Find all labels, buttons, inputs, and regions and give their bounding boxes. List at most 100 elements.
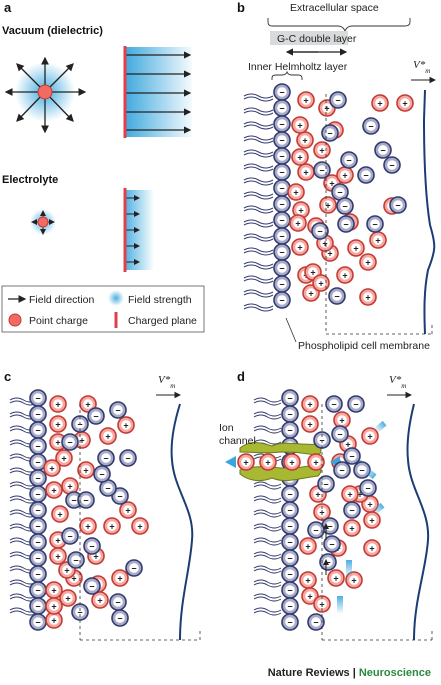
svg-text:+: + (307, 400, 312, 410)
anion: − (29, 437, 47, 455)
cation: + (77, 461, 95, 479)
svg-text:−: − (287, 426, 292, 436)
svg-text:−: − (35, 426, 40, 436)
svg-text:−: − (279, 264, 284, 274)
membrane-pointer (285, 317, 297, 343)
panel-c-vm-label: V*m (158, 374, 175, 390)
anion: − (111, 487, 129, 505)
svg-text:−: − (93, 412, 98, 422)
cation: + (45, 481, 63, 499)
anion: − (281, 613, 299, 631)
anion: − (325, 395, 343, 413)
cation: + (396, 94, 414, 112)
ion-channel-label-line2: channel (219, 435, 256, 447)
panel-c-vm-symbol: V* (158, 374, 171, 386)
cation: + (289, 214, 307, 232)
panel-d-letter: d (237, 369, 245, 384)
anion: − (347, 395, 365, 413)
svg-text:−: − (35, 410, 40, 420)
cation: + (79, 517, 97, 535)
svg-text:−: − (35, 394, 40, 404)
cation: + (79, 395, 97, 413)
cation: + (291, 148, 309, 166)
svg-text:−: − (35, 458, 40, 468)
field-strength-icon (108, 290, 124, 306)
svg-text:−: − (287, 554, 292, 564)
cation: + (292, 201, 310, 219)
svg-text:−: − (67, 532, 72, 542)
anion: − (383, 156, 401, 174)
svg-text:+: + (61, 454, 66, 464)
journal-footer: Nature Reviews | Neuroscience (268, 667, 431, 679)
svg-text:−: − (117, 614, 122, 624)
svg-text:−: − (287, 410, 292, 420)
point-charge-icon (8, 313, 22, 327)
svg-text:+: + (307, 420, 312, 430)
svg-text:+: + (333, 574, 338, 584)
cation: + (299, 571, 317, 589)
anion: − (281, 549, 299, 567)
anion: − (273, 131, 291, 149)
svg-text:−: − (287, 538, 292, 548)
svg-text:+: + (322, 239, 327, 249)
gc-layer-box (270, 31, 348, 45)
panel-d-vm-sub: m (401, 382, 406, 390)
svg-text:+: + (351, 576, 356, 586)
legend: Field direction Field strength Point cha… (1, 285, 205, 333)
svg-text:+: + (367, 432, 372, 442)
anion: − (281, 485, 299, 503)
panel-c-letter: c (4, 369, 11, 384)
svg-text:−: − (83, 496, 88, 506)
anion: − (281, 517, 299, 535)
vacuum-charged-plane-diagram (123, 46, 192, 138)
svg-text:+: + (109, 522, 114, 532)
svg-text:+: + (85, 522, 90, 532)
svg-text:+: + (97, 596, 102, 606)
svg-text:−: − (349, 506, 354, 516)
svg-text:+: + (51, 616, 56, 626)
svg-text:+: + (313, 458, 318, 468)
cation: + (371, 94, 389, 112)
anion: − (29, 549, 47, 567)
svg-text:−: − (279, 280, 284, 290)
svg-text:−: − (363, 171, 368, 181)
svg-text:+: + (318, 279, 323, 289)
anion: − (273, 115, 291, 133)
svg-text:−: − (319, 166, 324, 176)
anion: − (321, 124, 339, 142)
drift-arrow (373, 420, 387, 434)
anion: − (29, 581, 47, 599)
svg-text:+: + (353, 244, 358, 254)
svg-text:−: − (389, 161, 394, 171)
svg-text:−: − (35, 602, 40, 612)
svg-text:−: − (287, 490, 292, 500)
cation: + (49, 395, 67, 413)
anion: − (29, 613, 47, 631)
drift-arrow-up (346, 560, 352, 578)
svg-text:−: − (339, 466, 344, 476)
svg-text:−: − (279, 184, 284, 194)
svg-text:−: − (313, 618, 318, 628)
svg-text:+: + (51, 586, 56, 596)
anion: − (67, 551, 85, 569)
svg-text:+: + (289, 458, 294, 468)
panel-d-diagram: −−−−−−−−−−−−−−−+++++++++++++++++++++++++… (225, 389, 433, 641)
svg-text:−: − (335, 96, 340, 106)
svg-text:−: − (115, 598, 120, 608)
anion: − (77, 491, 95, 509)
svg-text:+: + (345, 440, 350, 450)
cation: + (45, 581, 63, 599)
anion: − (366, 215, 384, 233)
svg-text:−: − (365, 484, 370, 494)
anion: − (313, 161, 331, 179)
svg-text:+: + (327, 249, 332, 259)
svg-text:+: + (83, 466, 88, 476)
cation: + (304, 263, 322, 281)
svg-text:+: + (49, 464, 54, 474)
svg-text:−: − (35, 506, 40, 516)
legend-point-charge: Point charge (29, 315, 88, 327)
svg-text:−: − (35, 474, 40, 484)
svg-text:+: + (315, 490, 320, 500)
svg-text:−: − (323, 480, 328, 490)
svg-text:+: + (85, 400, 90, 410)
